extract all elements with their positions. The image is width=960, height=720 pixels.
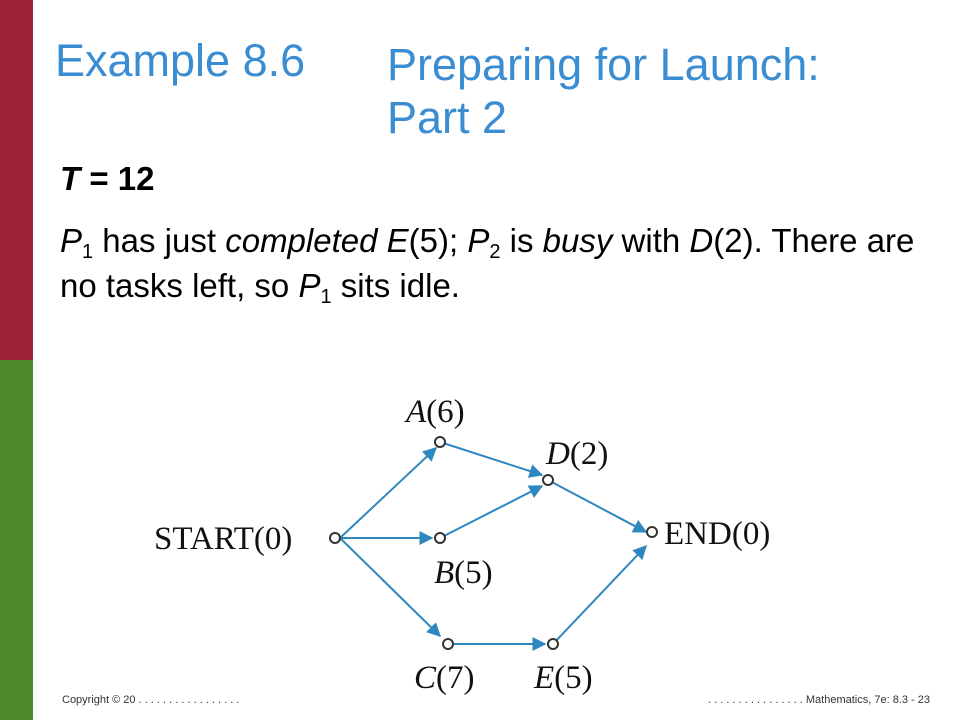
node-d	[542, 474, 554, 486]
edge-start-a	[339, 447, 438, 539]
desc-segment: with	[612, 222, 690, 259]
processor-1b-subscript: 1	[320, 286, 332, 308]
processor-1-letter: P	[60, 222, 83, 259]
node-c	[442, 638, 454, 650]
label-end: END(0)	[664, 516, 770, 552]
time-equals: =	[80, 160, 118, 197]
diagram-nodes	[329, 436, 658, 650]
node-e	[547, 638, 559, 650]
edge-e-end	[552, 544, 647, 645]
slide-title: Preparing for Launch: Part 2	[387, 38, 927, 144]
time-variable: T	[60, 160, 81, 197]
slide-title-line1: Preparing for Launch:	[387, 39, 820, 90]
label-b: B(5)	[434, 555, 493, 591]
node-b	[434, 532, 446, 544]
time-statement: T = 12	[60, 160, 155, 198]
desc-segment	[377, 222, 386, 259]
sidebar-accent-red	[0, 0, 33, 360]
node-start	[329, 532, 341, 544]
desc-emphasis-busy: busy	[542, 222, 613, 259]
task-e-name: E	[386, 222, 409, 259]
task-d-name: D	[689, 222, 714, 259]
processor-2-subscript: 2	[489, 241, 501, 263]
label-e: E(5)	[533, 660, 593, 696]
diagram-edges	[339, 441, 648, 651]
status-description: P1 has just completed E(5); P2 is busy w…	[60, 218, 920, 308]
node-end	[646, 526, 658, 538]
task-e-duration: (5);	[408, 222, 468, 259]
label-c: C(7)	[414, 660, 475, 696]
task-d-duration: (2). There are no tasks left, so	[60, 222, 915, 304]
processor-1-subscript: 1	[82, 241, 94, 263]
desc-segment: is	[500, 222, 543, 259]
label-a: A(6)	[404, 394, 465, 430]
time-value: 12	[117, 160, 155, 197]
node-a	[434, 436, 446, 448]
desc-emphasis-completed: completed	[225, 222, 378, 259]
slide-number-footer: . . . . . . . . . . . . . . . . Mathemat…	[708, 694, 930, 706]
edge-d-end	[547, 479, 648, 533]
processor-2-letter: P	[467, 222, 490, 259]
desc-segment: sits idle.	[331, 267, 460, 304]
label-start: START(0)	[154, 521, 292, 557]
slide-title-line2: Part 2	[387, 92, 508, 143]
edge-a-d	[439, 441, 544, 478]
task-priority-diagram: START(0) A(6) B(5) C(7) D(2) E(5) END(0)	[154, 394, 770, 696]
edge-b-d	[439, 485, 544, 539]
copyright-footer: Copyright © 20 . . . . . . . . . . . . .…	[62, 694, 240, 706]
example-number: Example 8.6	[55, 35, 306, 86]
processor-1b-letter: P	[298, 267, 321, 304]
sidebar-accent-green	[0, 360, 33, 720]
edge-start-c	[339, 537, 441, 637]
desc-segment: has just	[93, 222, 226, 259]
label-d: D(2)	[545, 436, 608, 472]
